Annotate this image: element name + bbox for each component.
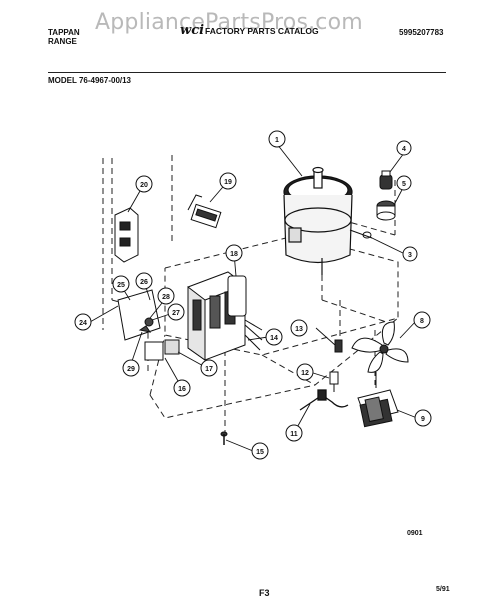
terminal-part-28 [138,317,154,333]
catalog-title: FACTORY PARTS CATALOG [205,26,319,36]
transformer-part-18 [187,271,263,361]
model-number: MODEL 76-4967-00/13 [48,76,132,85]
fan-motor-part-9 [357,372,399,428]
logo-text: wci [180,23,204,36]
callout-13: 13 [295,326,303,333]
callout-5: 5 [402,181,406,188]
callout-4: 4 [402,146,406,153]
callout-9: 9 [421,416,425,423]
callout-circles [74,130,432,460]
header-rule [48,72,446,73]
fan-blade-part-8 [351,321,409,373]
callout-26: 26 [140,279,148,286]
washer-part-3 [349,229,373,239]
figure-code: 0901 [407,530,423,537]
callout-18: 18 [230,251,238,258]
callout-19: 19 [224,179,232,186]
callout-14: 14 [270,335,278,342]
callout-3: 3 [408,252,412,259]
control-board-part-25 [117,289,161,341]
callout-27: 27 [172,310,180,317]
catalog-part-number: 5995207783 [399,28,444,37]
callout-16: 16 [178,386,186,393]
callout-1: 1 [275,137,279,144]
motor-part-1 [283,166,353,275]
product-type: RANGE [48,37,77,46]
callout-24: 24 [79,320,87,327]
callout-17: 17 [205,366,213,373]
bracket-part-20 [114,207,139,263]
wire-harness-part-11 [299,389,349,411]
callout-12: 12 [301,370,309,377]
switch-part-19 [187,194,222,229]
page-code: F3 [259,588,270,598]
relay-part-16 [144,339,180,361]
knob-part-4 [379,170,393,190]
watermark-text: AppliancePartsPros.com [95,10,363,35]
callout-20: 20 [140,182,148,189]
callout-28: 28 [162,294,170,301]
bushing-part-5 [376,200,396,221]
callout-29: 29 [127,366,135,373]
clip-part-12 [329,371,339,392]
screw-part-15 [220,431,228,445]
date-code: 5/91 [436,586,450,593]
brand-name: TAPPAN [48,28,80,37]
callout-11: 11 [290,431,298,438]
wci-logo: wci [180,23,204,36]
clip-part-13 [334,339,343,353]
callout-25: 25 [117,282,125,289]
callout-8: 8 [420,318,424,325]
callout-15: 15 [256,449,264,456]
brand-block: TAPPAN RANGE [48,28,80,46]
